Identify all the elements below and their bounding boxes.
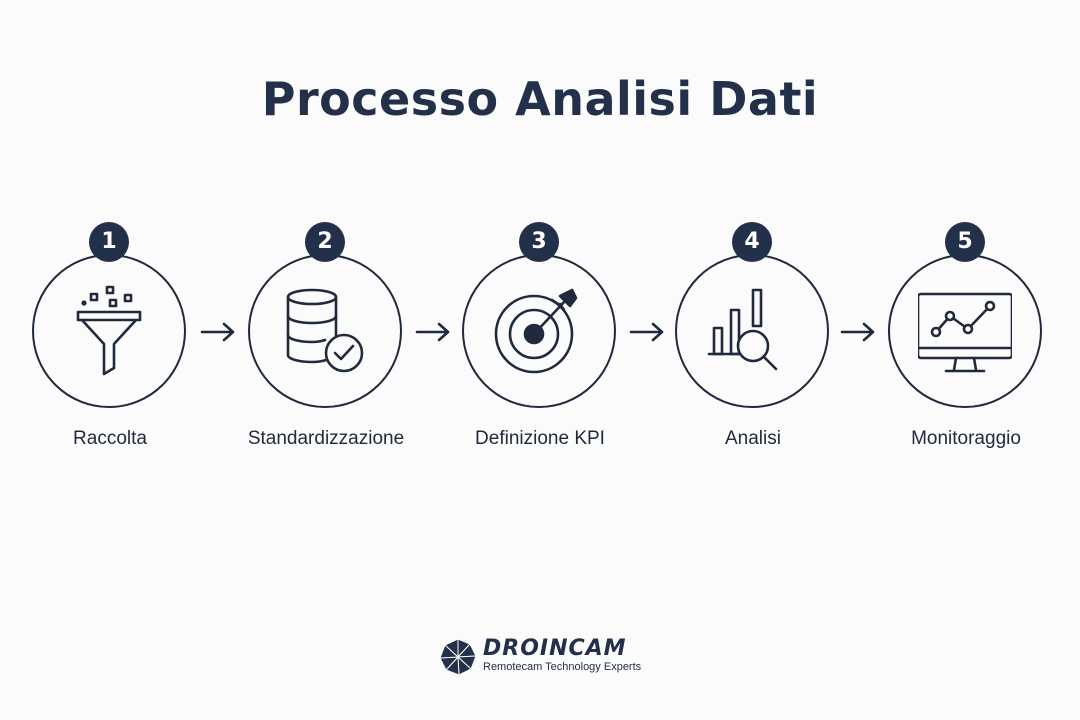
brand-name: DROINCAM xyxy=(483,636,627,661)
arrow-right-icon xyxy=(629,322,664,342)
step-number-badge: 1 xyxy=(89,222,129,262)
monitor-line-chart-icon xyxy=(918,292,1012,373)
brand-logo: DROINCAM Remotecam Technology Experts xyxy=(439,636,659,680)
step-number-badge: 3 xyxy=(519,222,559,262)
step-label: Raccolta xyxy=(73,428,147,449)
database-check-icon xyxy=(286,288,364,373)
step-label: Definizione KPI xyxy=(475,428,605,449)
step-label: Analisi xyxy=(725,428,781,449)
step-number-badge: 4 xyxy=(732,222,772,262)
target-icon xyxy=(494,288,578,374)
funnel-icon xyxy=(76,285,142,376)
step-number-badge: 2 xyxy=(305,222,345,262)
arrow-right-icon xyxy=(200,322,235,342)
aperture-logo-icon xyxy=(439,638,477,676)
page-title: Processo Analisi Dati xyxy=(261,72,819,126)
step-label: Monitoraggio xyxy=(911,428,1021,449)
step-label: Standardizzazione xyxy=(247,428,405,449)
step-number-badge: 5 xyxy=(945,222,985,262)
brand-tagline: Remotecam Technology Experts xyxy=(483,661,642,673)
arrow-right-icon xyxy=(840,322,875,342)
bar-chart-search-icon xyxy=(707,288,778,371)
arrow-right-icon xyxy=(415,322,450,342)
